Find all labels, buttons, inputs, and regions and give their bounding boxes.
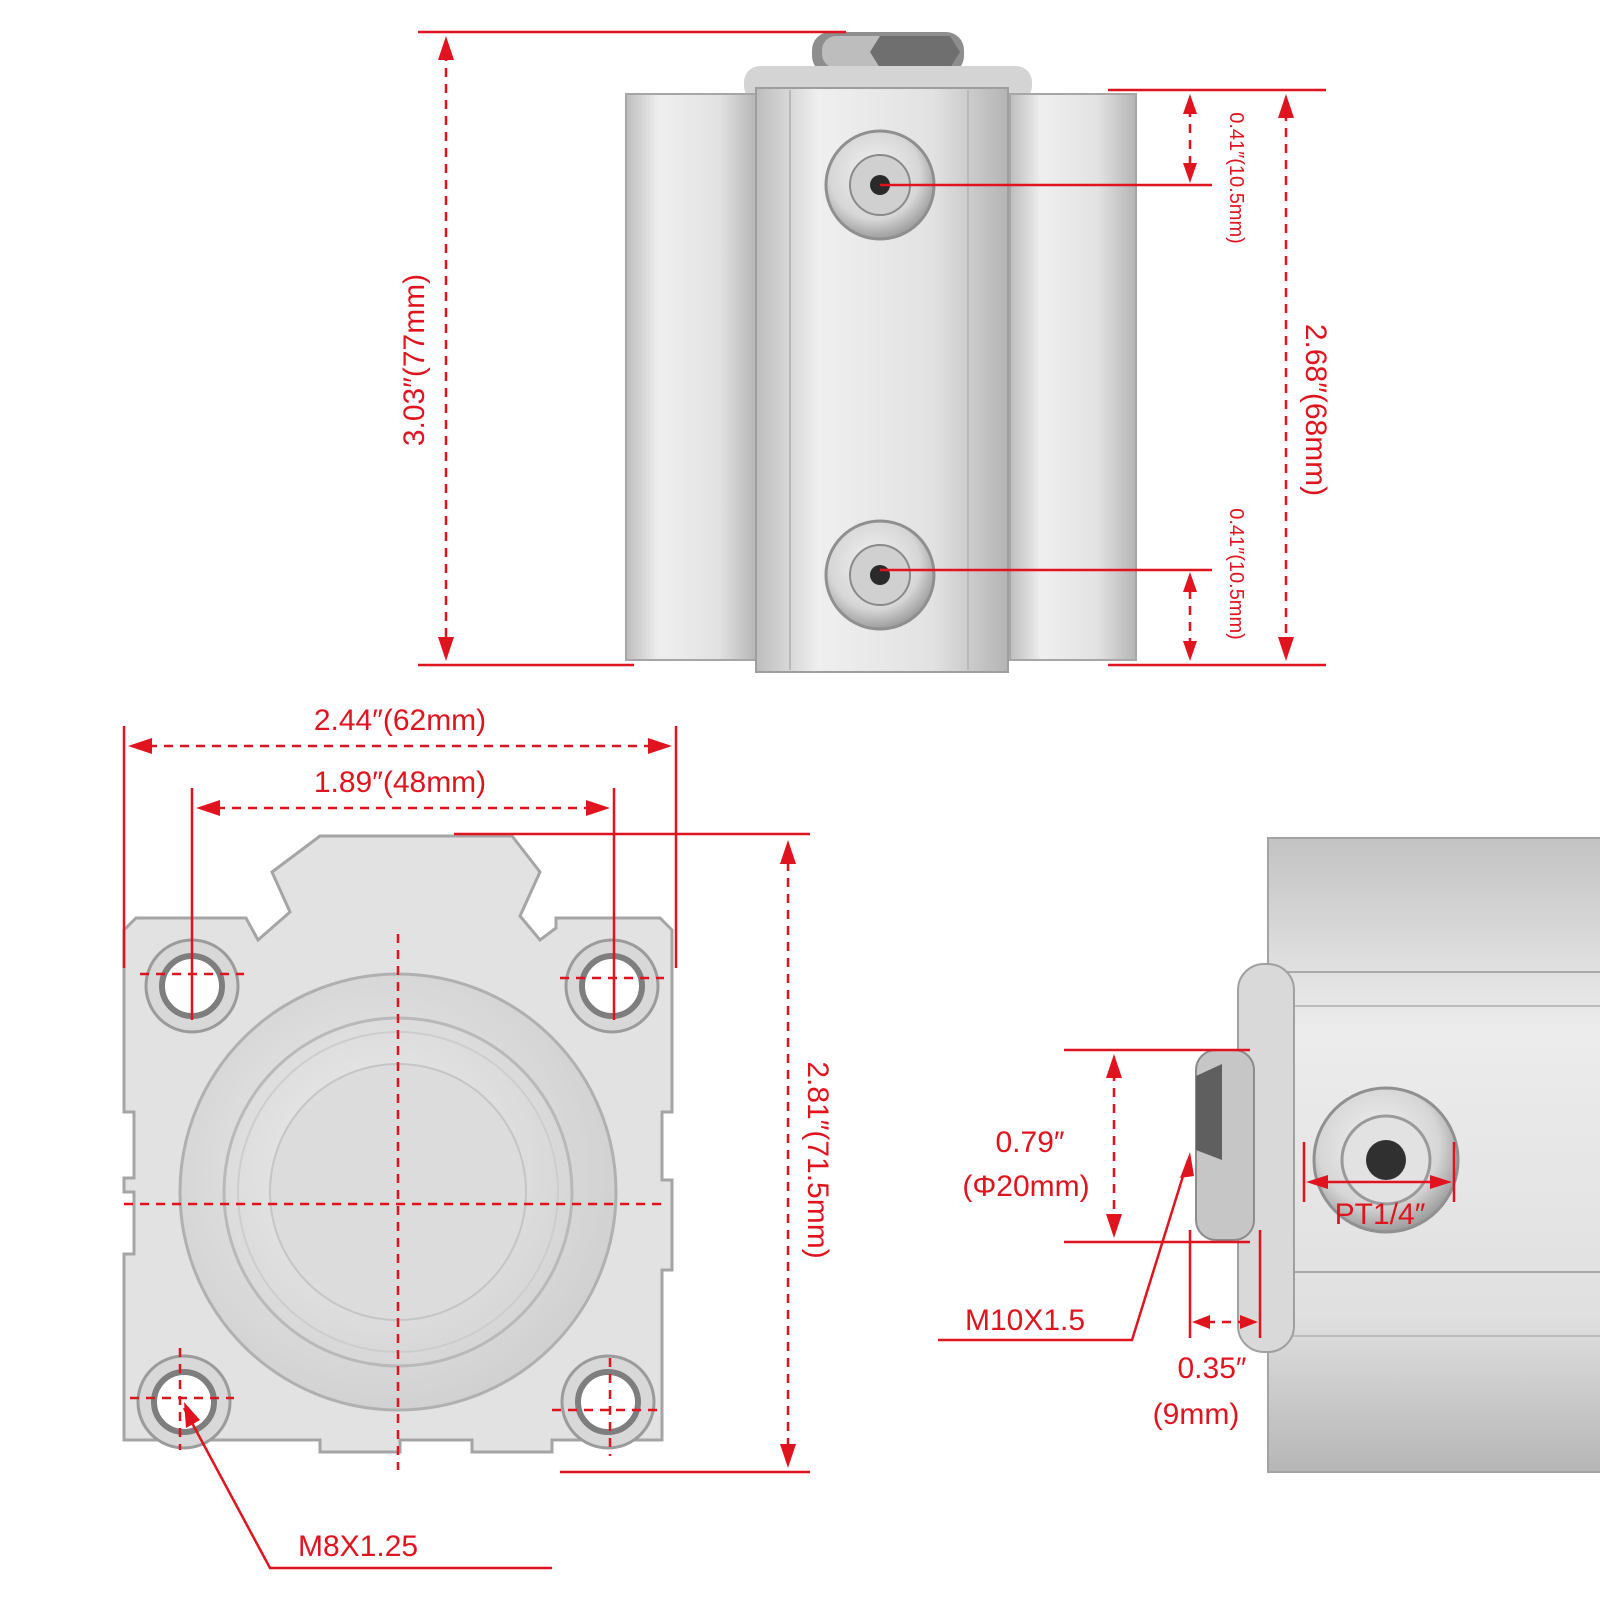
side-rod-extension-in-label: 0.35″ <box>1177 1352 1246 1385</box>
end-hole-pitch-label: 1.89″(48mm) <box>314 766 486 799</box>
side-rod-diameter-in-label: 0.79″ <box>995 1126 1064 1159</box>
rod-hex-nut <box>870 36 960 68</box>
front-height-total-label: 3.03″(77mm) <box>398 274 431 446</box>
front-port-offset-bottom-label: 0.41″(10.5mm) <box>1225 508 1247 640</box>
left-fin <box>625 93 759 661</box>
mount-hole-top-right <box>564 938 660 1034</box>
end-height-total-label: 2.81″(71.5mm) <box>801 1061 834 1258</box>
side-view: 0.79″ (Φ20mm) M10X1.5 0.35″ (9mm) PT1/4″ <box>938 837 1600 1473</box>
mount-hole-bottom-right <box>560 1354 656 1450</box>
end-mount-thread-label: M8X1.25 <box>298 1530 418 1563</box>
side-rod-thread-label: M10X1.5 <box>965 1304 1085 1337</box>
side-port-thread-label: PT1/4″ <box>1335 1198 1426 1231</box>
end-width-total-label: 2.44″(62mm) <box>314 704 486 737</box>
end-view: 2.44″(62mm) 1.89″(48mm) 2.81″(71.5mm) M8… <box>122 704 834 1570</box>
side-rod-extension-mm-label: (9mm) <box>1153 1398 1240 1431</box>
front-port-offset-top-label: 0.41″(10.5mm) <box>1225 112 1247 244</box>
front-view: 3.03″(77mm) 2.68″(68mm) 0.41″(10.5mm) 0.… <box>398 30 1332 673</box>
side-rod-diameter-mm-label: (Φ20mm) <box>962 1170 1089 1203</box>
right-fin <box>1009 93 1137 661</box>
front-body-height-label: 2.68″(68mm) <box>1299 324 1332 496</box>
side-rod-hex <box>1196 1064 1222 1160</box>
lower-port <box>824 519 936 631</box>
